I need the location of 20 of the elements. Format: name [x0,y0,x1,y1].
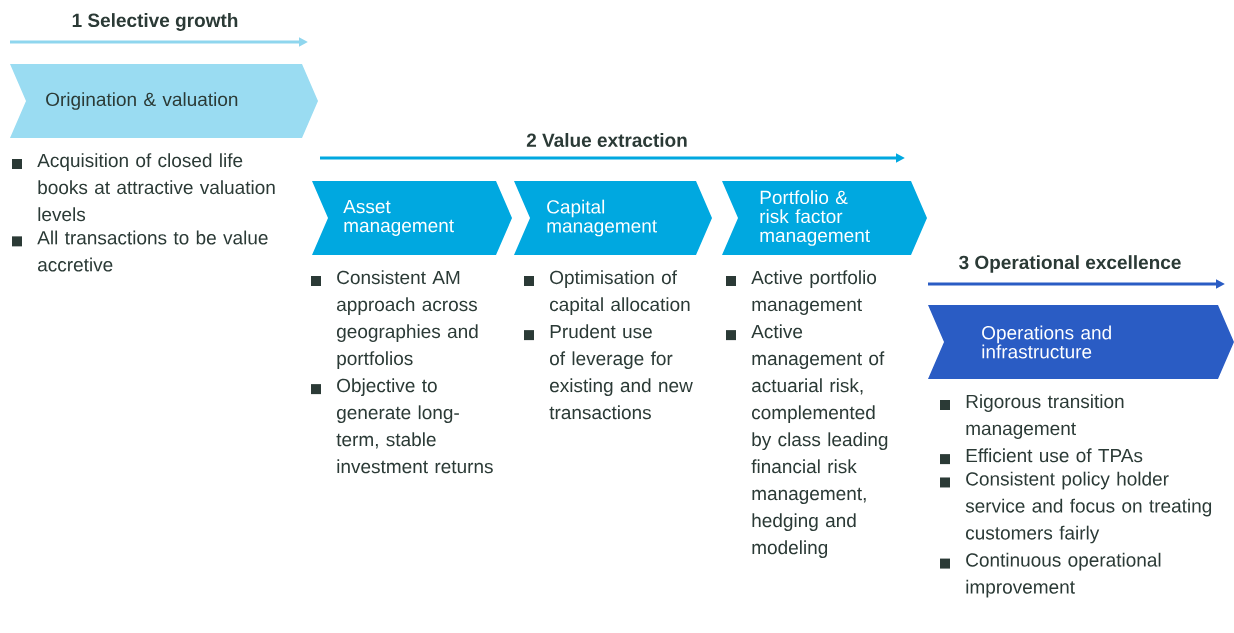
bullet-item: Active management of actuarial risk, complemented by class leading financial risk management, hedging and modeling [726,324,888,558]
bullet-item: Consistent AM approach across geographies and portfolios [311,270,478,369]
chevron-box: Operations and infrastructure [928,305,1234,379]
chevron-box: Asset management [312,181,512,255]
phase-heading: 1 Selective growth [72,13,238,31]
bullet-item: Consistent policy holder service and focus on treating customers fairly [940,471,1212,544]
phase-heading: 2 Value extraction [526,133,687,147]
bullet-item: Objective to generate long-term, stable investment returns [311,378,493,474]
bullet-item: Efficient use of TPAs [940,448,1143,465]
chevron-box: Origination & valuation [10,64,318,138]
bullet-item: Prudent use of leverage for existing and new transactions [524,324,693,420]
chevron-box: Capital management [514,181,712,255]
bullet-item: Acquisition of closed life books at attractive valuation levels [12,153,275,222]
bullet-item: All transactions to be value accretive [12,230,268,272]
bullet-item: Optimisation of capital allocation [524,270,690,315]
phase-heading: 3 Operational excellence [959,255,1181,273]
bullet-item: Continuous operational improvement [940,552,1161,598]
chevron-box: Portfolio & risk factor management [722,181,927,255]
bullet-item: Rigorous transition management [940,394,1124,439]
bullet-item: Active portfolio management [726,270,877,315]
